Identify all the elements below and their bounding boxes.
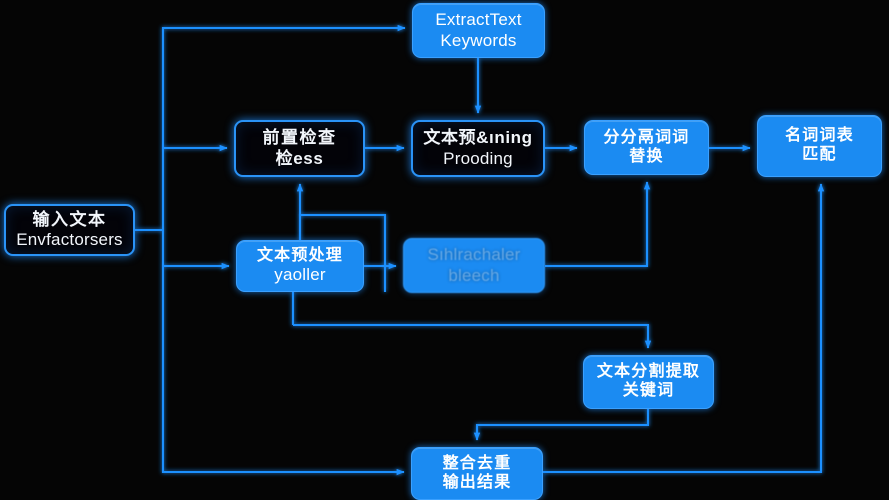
- node-pre-check[interactable]: 前置检查 检ess: [234, 120, 365, 177]
- node-noun-vocabulary-match[interactable]: 名词词表 匹配: [757, 115, 882, 177]
- node-input-line1: 输入文本: [32, 209, 107, 229]
- node-sub-line1: Sıhlrachaler: [427, 245, 521, 265]
- node-precheck-line1: 前置检查: [262, 128, 337, 148]
- node-merge-dedupe-output[interactable]: 整合去重 输出结果: [411, 447, 543, 500]
- node-input[interactable]: 输入文本 Envfactorsers: [4, 204, 135, 256]
- node-noun-line2: 匹配: [802, 146, 837, 163]
- node-word-segmentation-replace[interactable]: 分分鬲词词 替换: [584, 120, 709, 175]
- node-merge-line1: 整合去重: [442, 454, 512, 472]
- node-merge-line2: 输出结果: [442, 473, 512, 491]
- node-sub-line2: bleech: [448, 265, 500, 285]
- node-text-pretraining[interactable]: 文本预&ıning Prooding: [411, 120, 545, 177]
- node-text-split-keyword-extract[interactable]: 文本分割提取 关键词: [583, 355, 714, 409]
- node-text-preprocess[interactable]: 文本预处理 yaoller: [236, 240, 364, 292]
- node-segment-line1: 分分鬲词词: [603, 128, 690, 146]
- node-input-line2: Envfactorsers: [16, 230, 123, 249]
- node-preproc-line2: yaoller: [274, 265, 326, 285]
- node-split-line2: 关键词: [622, 382, 675, 399]
- node-extract-text-keywords[interactable]: ExtractText Keywords: [412, 3, 545, 58]
- node-noun-line1: 名词词表: [785, 127, 854, 145]
- node-segment-line2: 替换: [629, 147, 664, 165]
- node-preproc-line1: 文本预处理: [256, 246, 343, 264]
- node-precheck-line2: 检ess: [275, 148, 324, 168]
- node-pretrain-line2: Prooding: [443, 148, 513, 168]
- node-extract-line1: ExtractText: [435, 10, 522, 30]
- node-extract-line2: Keywords: [440, 30, 517, 50]
- node-pretrain-line1: 文本预&ıning: [423, 128, 533, 148]
- node-split-line1: 文本分割提取: [596, 363, 701, 381]
- node-substitution[interactable]: Sıhlrachaler bleech: [403, 238, 545, 293]
